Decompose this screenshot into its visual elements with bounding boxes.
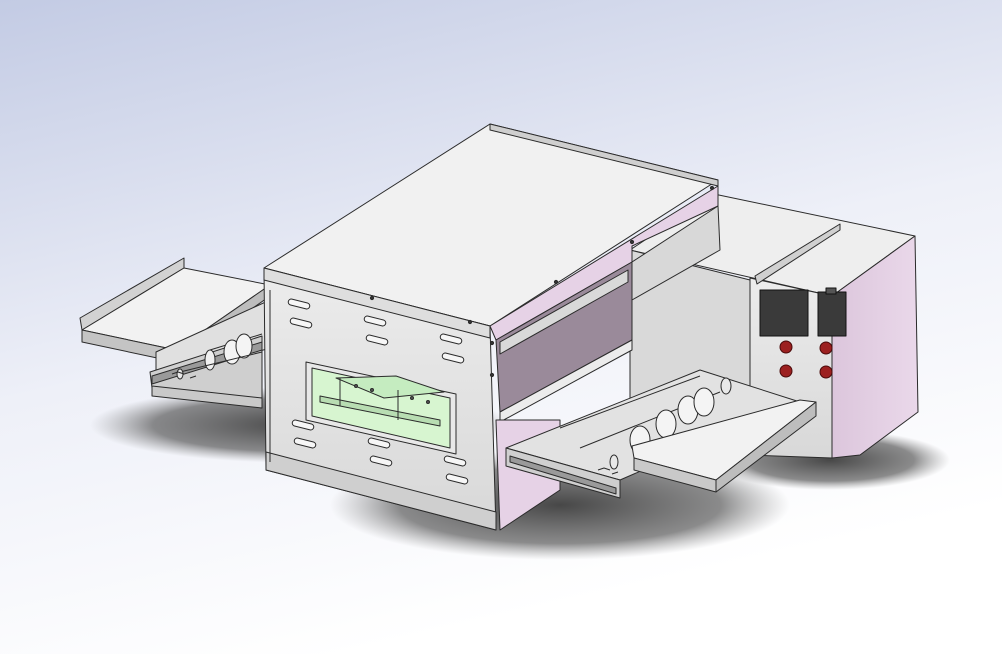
left-display-screen [759, 289, 809, 337]
right-display-screen [817, 291, 847, 337]
front-vent-slots [287, 298, 469, 485]
viewing-window [305, 361, 457, 455]
knob-top-right[interactable] [819, 341, 833, 355]
rivets [369, 185, 715, 378]
right-outfeed-tray [505, 369, 817, 499]
control-knobs [779, 340, 833, 379]
left-infeed-tray [79, 257, 271, 409]
knob-top-left[interactable] [779, 340, 793, 354]
knob-bottom-right[interactable] [819, 365, 833, 379]
left-conveyor-rollers [176, 333, 263, 380]
knob-bottom-left[interactable] [779, 364, 793, 378]
